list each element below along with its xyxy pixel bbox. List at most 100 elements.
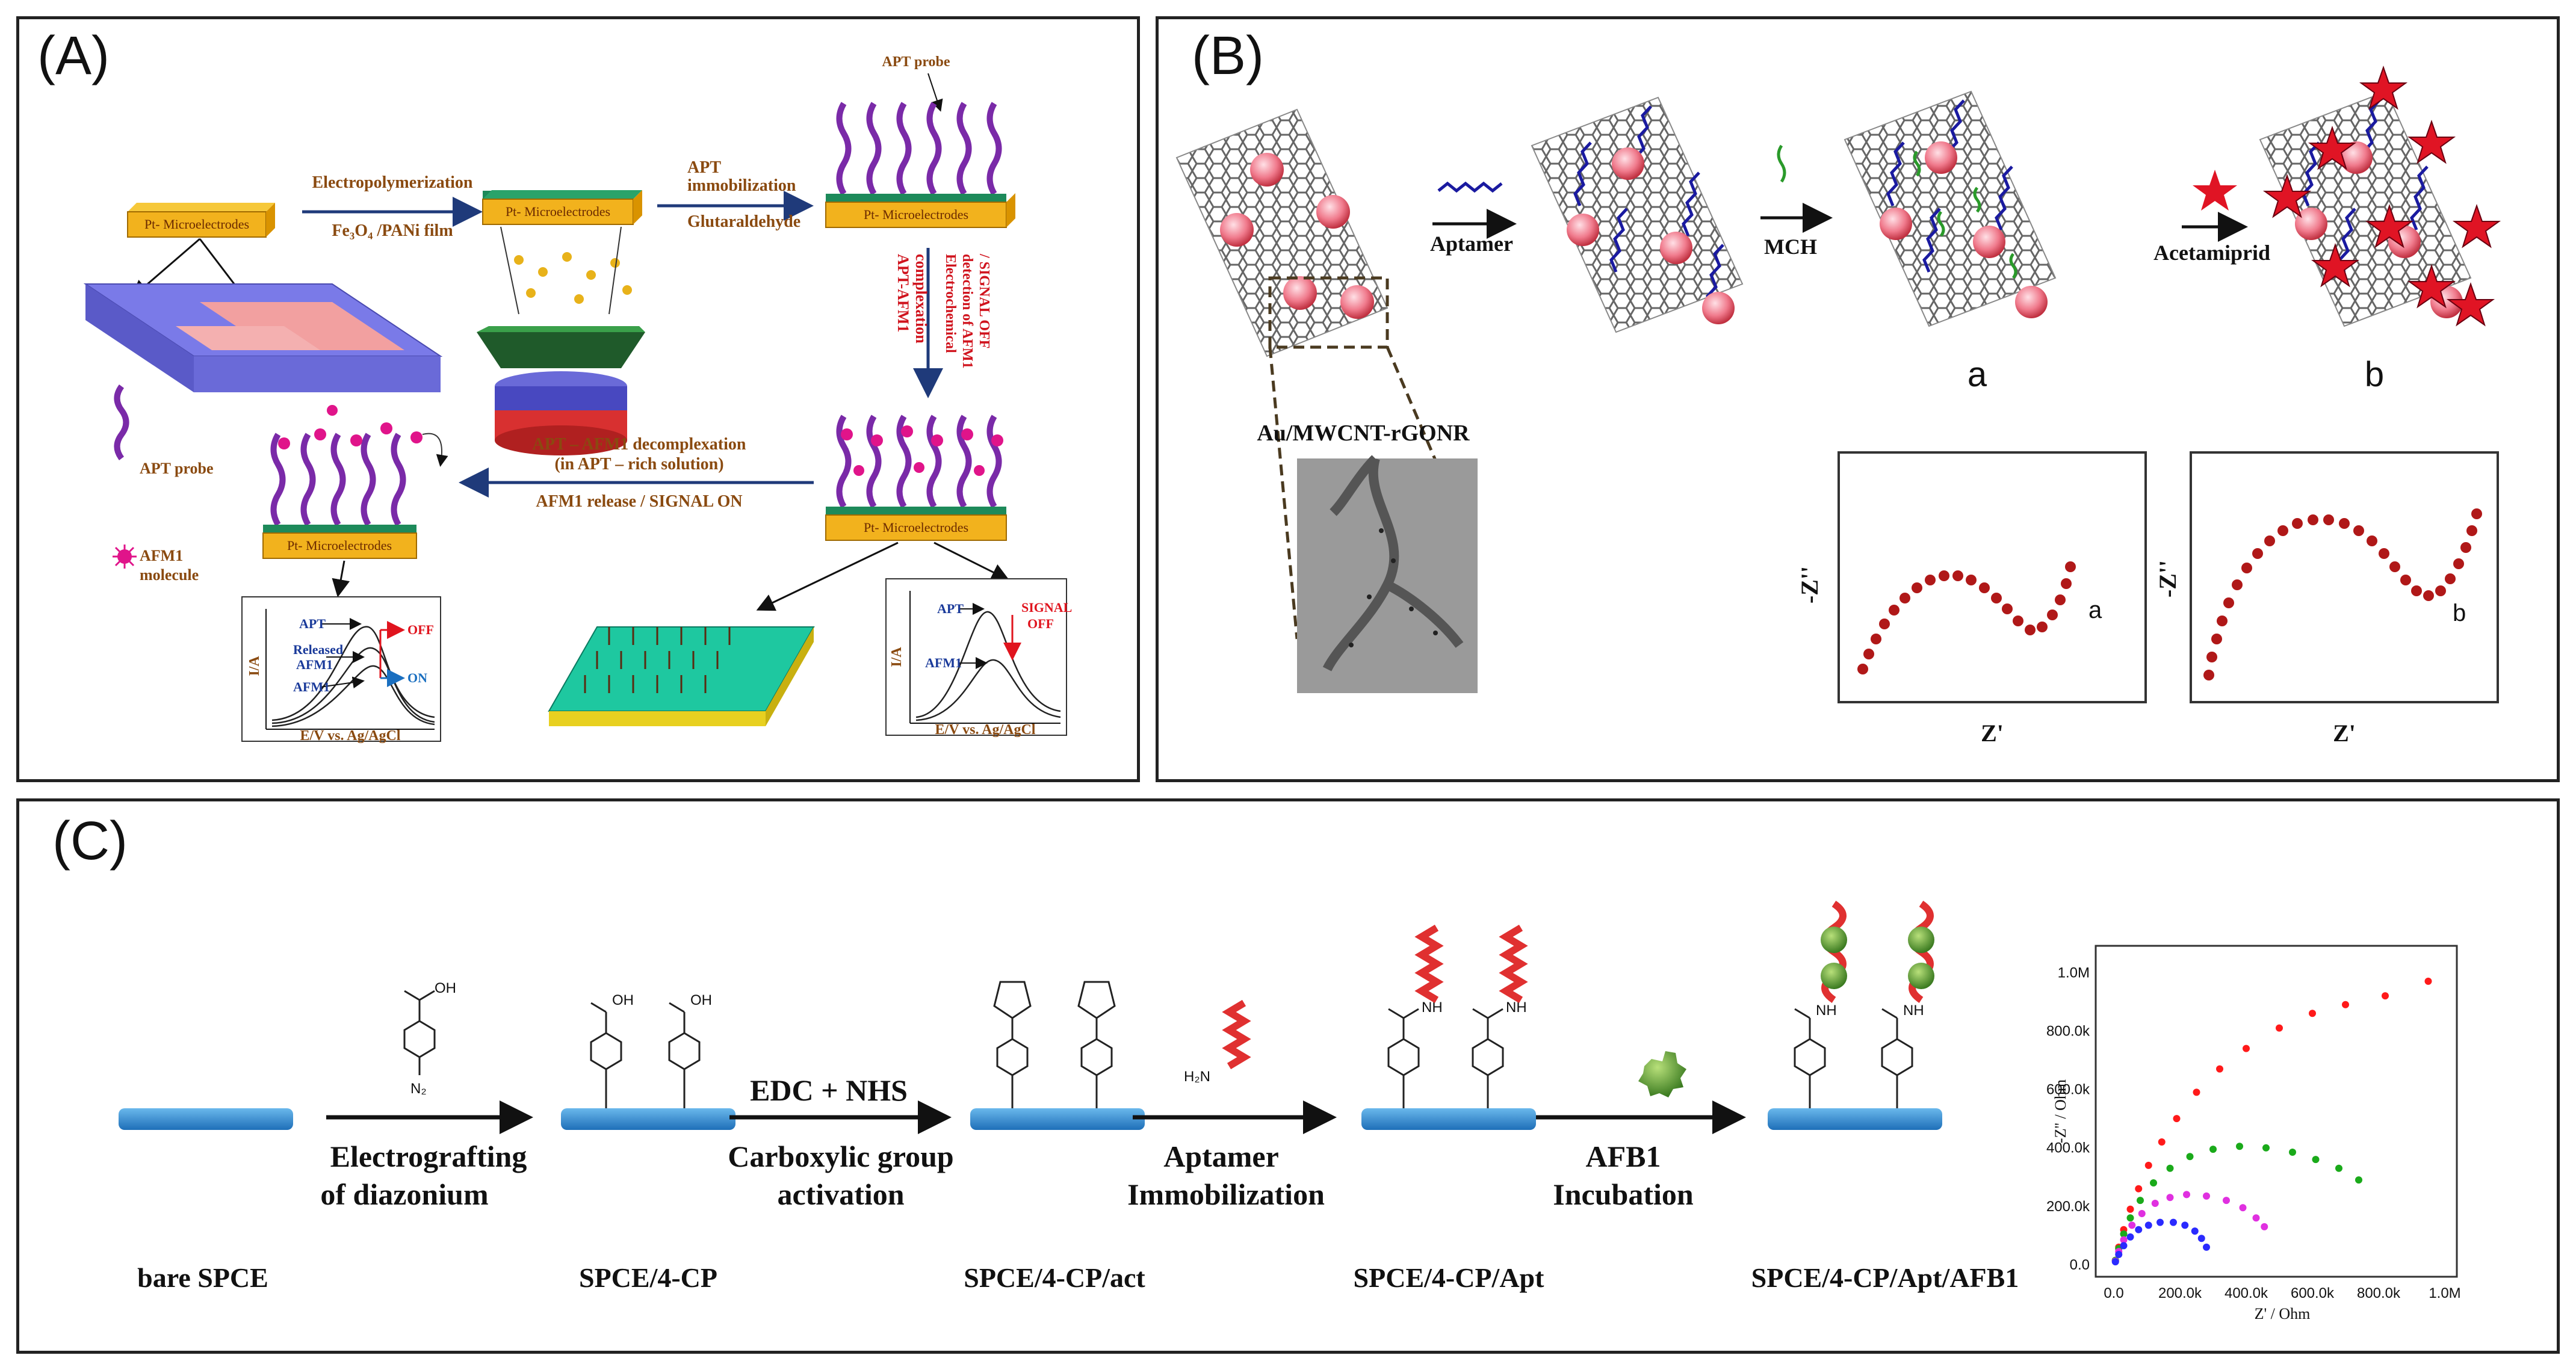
eis-point-series-4 <box>2181 1221 2189 1229</box>
electrode-4: Pt- Microelectrodes <box>825 507 1007 541</box>
arrow1-line2: of diazonium <box>320 1177 488 1211</box>
eis-point-series-4 <box>2135 1226 2143 1233</box>
g1-afm1b-label: AFM1 <box>293 679 330 694</box>
cv-graph-1: APT Released AFM1 AFM1 OFF ON I/A E/V vs… <box>241 596 441 744</box>
nyquist-plot-a: a -Z'' Z' <box>1796 451 2147 747</box>
eis-point-series-3 <box>2223 1197 2230 1205</box>
eis-point-series-2 <box>2166 1164 2174 1172</box>
interdigitated-chip <box>83 283 443 392</box>
electrode-5-label: Pt- Microelectrodes <box>287 538 392 553</box>
eis-xtick: 1.0M <box>2429 1285 2460 1301</box>
cp-oh-1: OH <box>612 992 634 1008</box>
eis-ytick: 200.0k <box>2046 1199 2090 1215</box>
panel-c-diagram: OH N₂ OH OH H₂N NH NH <box>119 901 2461 1322</box>
plot-b-ylabel: -Z'' <box>2154 560 2181 597</box>
eis-point-series-3 <box>2166 1194 2174 1202</box>
decomp1-label: APT – AFM1 decomplexation <box>533 435 746 454</box>
eis-ytick: 800.0k <box>2046 1023 2090 1039</box>
eis-xtick: 800.0k <box>2357 1285 2401 1301</box>
electrode-2-label: Pt- Microelectrodes <box>506 204 610 219</box>
eis-point-series-2 <box>2120 1230 2128 1238</box>
eis-point-series-3 <box>2138 1210 2146 1217</box>
aptamer-label: Aptamer <box>1430 232 1513 256</box>
amide-molecules-4 <box>1387 1008 1504 1108</box>
cv-graph-2: APT AFM1 SIGNAL OFF I/A E/V vs. Ag/AgCl <box>885 578 1072 738</box>
panel-c: (C) <box>16 798 2560 1354</box>
graphene-sheet-2 <box>1531 96 1744 333</box>
eis-point-series-2 <box>2186 1153 2194 1161</box>
complex-nh-1: NH <box>1816 1002 1837 1019</box>
stage3-label: SPCE/4-CP/act <box>964 1262 1145 1293</box>
complex2-label: complexation <box>912 254 930 344</box>
arrow4-line1: AFB1 <box>1586 1140 1661 1173</box>
stage4-label: SPCE/4-CP/Apt <box>1354 1262 1545 1293</box>
g1-afm1-label: AFM1 <box>296 657 333 672</box>
diazonium-oh: OH <box>435 980 456 996</box>
eis-point-series-1 <box>2158 1138 2166 1146</box>
eis-chart-ticks: 0.00.0200.0k200.0k400.0k400.0k600.0k600.… <box>2046 964 2461 1301</box>
electrode-3-label: Pt- Microelectrodes <box>864 207 968 222</box>
panel-b-label: (B) <box>1192 26 1264 86</box>
eis-point-series-4 <box>2111 1258 2119 1266</box>
eis-point-series-3 <box>2151 1200 2159 1207</box>
eis-point-series-2 <box>2137 1197 2144 1205</box>
g1-released-label: Released <box>293 642 343 657</box>
legend-apt-icon <box>114 384 129 460</box>
eis-point-series-4 <box>2197 1235 2205 1242</box>
eis-point-series-1 <box>2193 1088 2200 1096</box>
legend-afm1-icon <box>113 545 137 569</box>
aptamer-h2n: H₂N <box>1184 1069 1210 1085</box>
arrow3-line1: Aptamer <box>1163 1140 1279 1173</box>
g2-signal-label: SIGNAL <box>1021 600 1072 615</box>
eis-point-series-3 <box>2120 1236 2128 1244</box>
eis-point-series-3 <box>2252 1214 2260 1222</box>
eis-xtick: 200.0k <box>2158 1285 2202 1301</box>
detect1-label: Electrochemical <box>943 254 958 353</box>
g1-ylabel: I/A <box>247 656 262 676</box>
g1-off-label: OFF <box>407 622 434 637</box>
electrode-1: Pt- Microelectrodes <box>127 203 275 238</box>
eis-ytick: 600.0k <box>2046 1082 2090 1098</box>
tem-image <box>1297 455 1478 693</box>
panel-c-label: (C) <box>52 811 128 871</box>
eis-point-series-4 <box>2191 1227 2199 1235</box>
graphene-sheet-3 <box>1844 90 2057 327</box>
eis-point-series-3 <box>2239 1204 2247 1212</box>
stage1-label: bare SPCE <box>137 1262 268 1293</box>
step2-label: APT <box>687 158 721 177</box>
eis-point-series-4 <box>2156 1218 2164 1226</box>
amide-nh-1: NH <box>1422 999 1443 1016</box>
eis-point-series-2 <box>2355 1176 2362 1184</box>
afm1-molecules-bound <box>841 425 1003 476</box>
eis-point-series-3 <box>2128 1221 2136 1229</box>
afb1-reagent-icon <box>1638 1051 1686 1097</box>
electrode-5: Pt- Microelectrodes <box>262 525 417 559</box>
panel-a-label: (A) <box>37 26 110 86</box>
eis-point-series-2 <box>2289 1149 2296 1156</box>
eis-point-series-1 <box>2135 1185 2143 1193</box>
electrode-4-label: Pt- Microelectrodes <box>864 520 968 535</box>
eis-chart-frame <box>2095 945 2458 1278</box>
g1-on-label: ON <box>407 670 427 685</box>
eis-point-series-1 <box>2144 1161 2152 1169</box>
acetamiprid-label: Acetamiprid <box>2153 241 2270 265</box>
eis-xtick: 0.0 <box>2104 1285 2123 1301</box>
eis-point-series-4 <box>2144 1221 2152 1229</box>
nhs-ester-molecules <box>993 981 1116 1108</box>
eis-point-series-1 <box>2216 1065 2223 1073</box>
complex1-label: APT-AFM1 <box>894 254 912 332</box>
eis-point-series-1 <box>2342 1001 2349 1008</box>
eis-point-series-1 <box>2173 1115 2181 1123</box>
label-b: b <box>2365 355 2384 394</box>
diazonium-n2: N₂ <box>410 1081 427 1097</box>
eis-point-series-2 <box>2236 1143 2243 1150</box>
amide-nh-2: NH <box>1506 999 1527 1016</box>
eis-point-series-4 <box>2203 1243 2210 1251</box>
eis-point-series-1 <box>2276 1024 2283 1032</box>
eis-chart-points <box>2111 977 2432 1266</box>
eis-point-series-4 <box>2170 1218 2177 1226</box>
electrode-3: Pt- Microelectrodes <box>825 193 1015 228</box>
panel-a-diagram: Pt- Microelectrodes Electropolymerizatio… <box>83 54 1072 744</box>
step2-sub: Glutaraldehyde <box>687 212 800 231</box>
plot-b-points <box>2203 508 2482 680</box>
